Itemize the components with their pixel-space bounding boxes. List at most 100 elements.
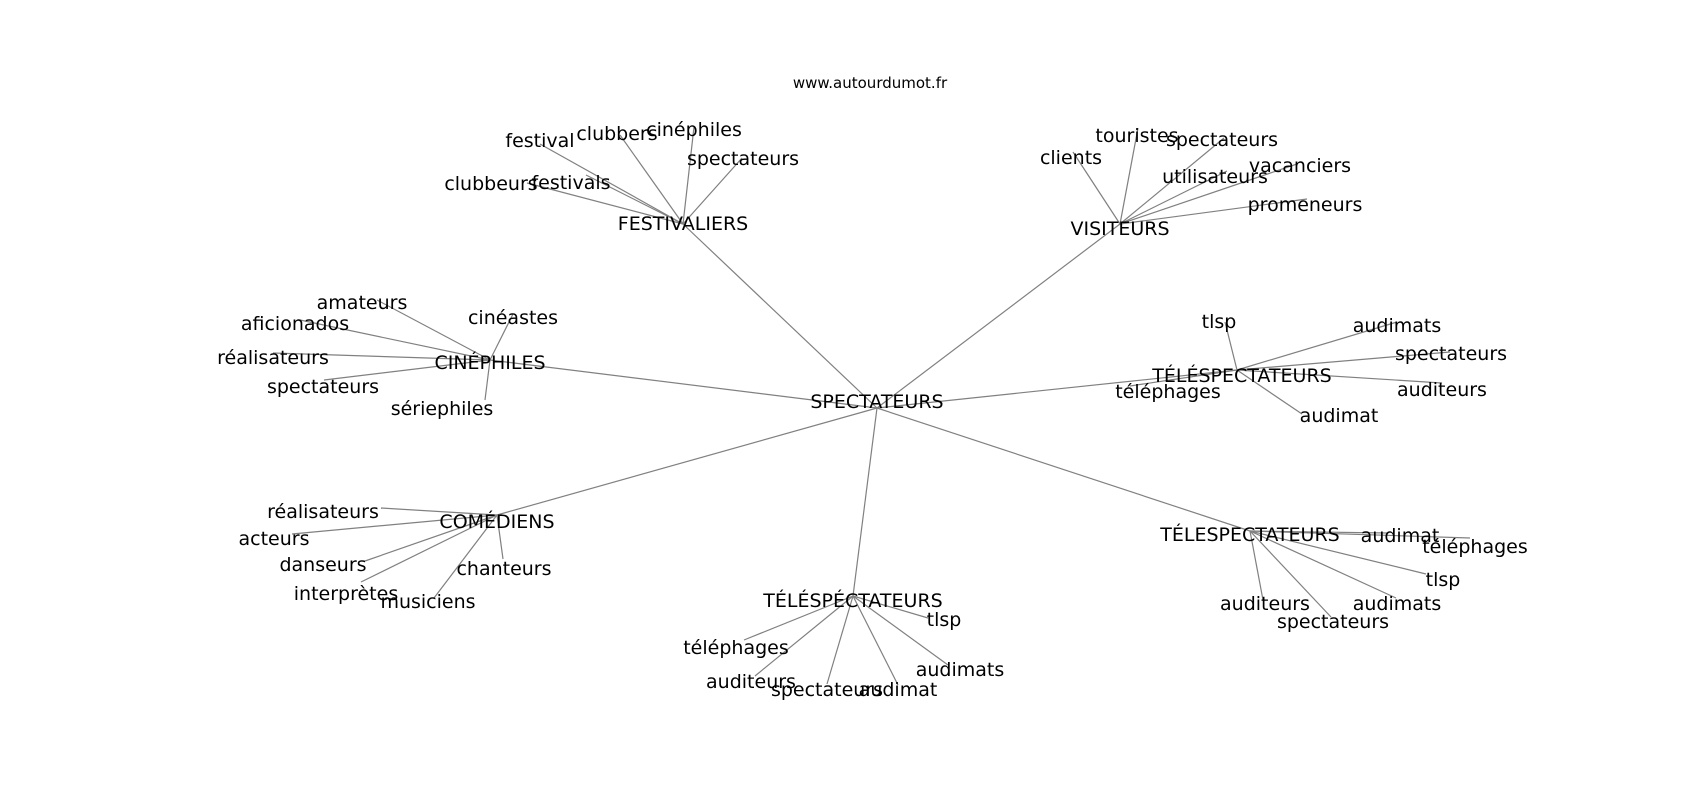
- leaf-label: interprètes: [294, 583, 398, 605]
- edge-cluster-0-leaf-4: [526, 182, 684, 225]
- leaf-label: auditeurs: [1397, 379, 1487, 401]
- cluster-node-label: TÉLÉSPÉCTATEURS: [762, 589, 942, 612]
- edge-center-to-cluster-4: [496, 407, 878, 516]
- edge-cluster-6-leaf-3: [1249, 530, 1264, 601]
- leaf-label: audimats: [1353, 315, 1442, 337]
- edge-cluster-6-leaf-4: [1249, 530, 1397, 599]
- leaf-label: réalisateurs: [267, 501, 379, 523]
- leaf-label: chanteurs: [456, 558, 551, 580]
- edge-cluster-2-leaf-5: [484, 359, 491, 401]
- leaf-label: tlsp: [1426, 569, 1461, 591]
- leaf-label: audimat: [859, 679, 938, 701]
- leaf-label: sériephiles: [391, 398, 494, 420]
- edge-cluster-3-leaf-0: [1224, 321, 1238, 371]
- edge-center-to-cluster-6: [876, 407, 1251, 532]
- edge-cluster-1-leaf-5: [1119, 198, 1308, 225]
- edge-center-to-cluster-2: [489, 359, 878, 409]
- leaf-label: cinéastes: [468, 307, 558, 329]
- edge-cluster-1-leaf-2: [1119, 137, 1225, 225]
- edge-cluster-3-leaf-3: [1129, 369, 1238, 387]
- leaf-label: auditeurs: [1220, 593, 1310, 615]
- leaf-label: tlsp: [1202, 311, 1237, 333]
- edge-cluster-2-leaf-4: [323, 359, 491, 381]
- leaf-label: spectateurs: [1395, 343, 1507, 365]
- edge-center-to-cluster-1: [876, 223, 1121, 409]
- edge-cluster-5-leaf-5: [852, 595, 899, 686]
- edge-cluster-0-leaf-1: [619, 134, 684, 225]
- leaf-label: acteurs: [239, 528, 310, 550]
- leaf-label: spectateurs: [1277, 611, 1389, 633]
- edge-cluster-2-leaf-0: [376, 299, 491, 361]
- leaf-label: amateurs: [317, 292, 408, 314]
- edge-cluster-5-leaf-1: [743, 595, 854, 641]
- edge-cluster-3-leaf-5: [1236, 369, 1303, 415]
- leaf-label: spectateurs: [267, 376, 379, 398]
- edge-cluster-1-leaf-4: [1119, 163, 1298, 225]
- leaf-label: téléphages: [1422, 536, 1528, 558]
- leaf-label: spectateurs: [771, 679, 883, 701]
- edge-cluster-2-leaf-3: [272, 352, 491, 361]
- leaf-label: danseurs: [279, 554, 366, 576]
- leaf-label: utilisateurs: [1162, 166, 1268, 188]
- cluster-node-label: COMÉDIENS: [439, 510, 554, 533]
- leaf-label: cinéphiles: [646, 119, 742, 141]
- edge-cluster-2-leaf-1: [299, 319, 491, 361]
- edge-cluster-0-leaf-5: [585, 174, 684, 225]
- edge-cluster-3-leaf-1: [1236, 321, 1398, 371]
- edge-cluster-6-leaf-5: [1249, 530, 1332, 618]
- leaf-label: spectateurs: [687, 148, 799, 170]
- edge-cluster-4-leaf-3: [360, 514, 498, 583]
- leaf-label: clubbeurs: [444, 173, 537, 195]
- edge-cluster-3-leaf-4: [1236, 369, 1443, 384]
- leaf-label: spectateurs: [1166, 129, 1278, 151]
- edge-cluster-5-leaf-2: [852, 595, 949, 666]
- cluster-node-label: VISITEURS: [1070, 218, 1169, 240]
- edge-cluster-3-leaf-2: [1236, 351, 1451, 371]
- leaf-label: clients: [1040, 147, 1102, 169]
- edge-cluster-5-leaf-4: [826, 595, 854, 685]
- leaf-label: audimats: [916, 659, 1005, 681]
- edge-cluster-4-leaf-4: [433, 514, 498, 599]
- edge-cluster-1-leaf-1: [1119, 127, 1139, 225]
- edge-center-to-cluster-0: [682, 223, 878, 409]
- edge-cluster-4-leaf-0: [380, 507, 498, 516]
- edge-cluster-0-leaf-3: [682, 157, 743, 225]
- edge-cluster-5-leaf-0: [852, 595, 929, 619]
- cluster-node-label: TÉLÉSPECTATEURS: [1151, 364, 1331, 387]
- cluster-node-label: CINÉPHILES: [434, 351, 545, 374]
- leaf-label: auditeurs: [706, 671, 796, 693]
- cluster-node-label: TÉLESPECTATEURS: [1159, 523, 1339, 546]
- leaf-label: promeneurs: [1248, 194, 1363, 216]
- leaf-label: festival: [505, 130, 574, 152]
- center-node-label: SPECTATEURS: [810, 391, 943, 413]
- edge-cluster-4-leaf-2: [364, 514, 498, 562]
- leaf-label: téléphages: [683, 637, 789, 659]
- leaf-label: tlsp: [927, 609, 962, 631]
- edge-cluster-4-leaf-1: [291, 514, 498, 535]
- edge-cluster-1-leaf-3: [1119, 170, 1228, 225]
- leaf-label: touristes: [1095, 125, 1178, 147]
- leaf-label: téléphages: [1115, 381, 1221, 403]
- edge-cluster-0-leaf-2: [682, 126, 695, 225]
- leaf-label: festivals: [531, 172, 610, 194]
- leaf-label: audimat: [1361, 525, 1440, 547]
- cluster-node-label: FESTIVALIERS: [618, 213, 748, 235]
- edge-cluster-1-leaf-0: [1072, 151, 1121, 225]
- edge-center-to-cluster-3: [876, 369, 1238, 409]
- edge-center-to-cluster-5: [852, 407, 878, 597]
- leaf-label: clubbers: [576, 123, 657, 145]
- edge-cluster-4-leaf-5: [496, 514, 504, 560]
- edge-cluster-5-leaf-3: [754, 595, 854, 677]
- edge-cluster-2-leaf-2: [489, 313, 514, 361]
- site-title: www.autourdumot.fr: [793, 74, 948, 92]
- edge-cluster-6-leaf-1: [1249, 530, 1471, 539]
- leaf-label: musiciens: [380, 591, 475, 613]
- leaf-label: réalisateurs: [217, 347, 329, 369]
- edge-cluster-6-leaf-2: [1249, 530, 1427, 575]
- edges-layer: [272, 126, 1471, 686]
- leaf-label: audimats: [1353, 593, 1442, 615]
- leaf-label: audimat: [1300, 405, 1379, 427]
- leaf-label: vacanciers: [1249, 155, 1351, 177]
